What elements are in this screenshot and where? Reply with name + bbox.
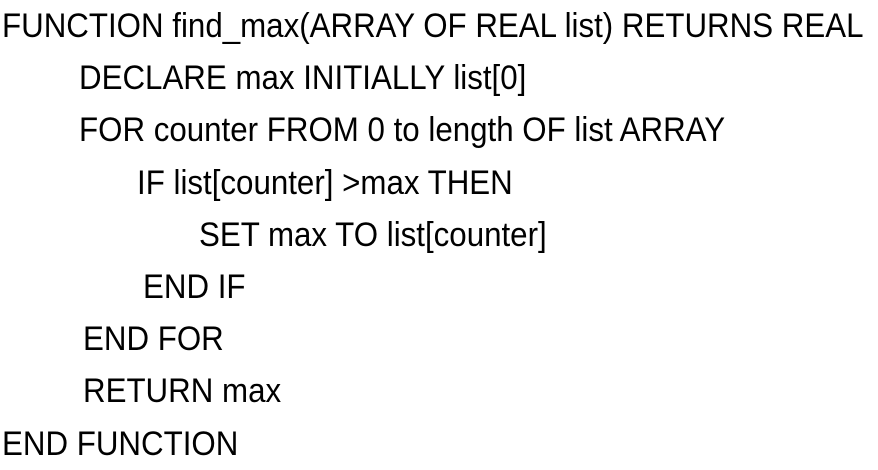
code-line-end-for: END FOR (0, 313, 878, 365)
code-line-text: END IF (143, 267, 246, 306)
code-line-return: RETURN max (0, 365, 878, 417)
code-line-text: FUNCTION find_max(ARRAY OF REAL list) RE… (2, 7, 864, 45)
code-line-text: END FUNCTION (2, 424, 239, 463)
code-line-text: IF list[counter] >max THEN (137, 163, 513, 202)
code-line-text: END FOR (83, 320, 224, 359)
code-line-if: IF list[counter] >max THEN (0, 157, 878, 209)
code-line-text: SET max TO list[counter] (199, 215, 547, 254)
code-line-function-header: FUNCTION find_max(ARRAY OF REAL list) RE… (0, 0, 878, 52)
code-line-end-if: END IF (0, 261, 878, 313)
code-line-for: FOR counter FROM 0 to length OF list ARR… (0, 104, 878, 156)
code-line-end-function: END FUNCTION (0, 418, 878, 470)
code-line-text: FOR counter FROM 0 to length OF list ARR… (79, 111, 726, 150)
code-line-text: DECLARE max INITIALLY list[0] (79, 59, 527, 98)
code-line-set: SET max TO list[counter] (0, 209, 878, 261)
code-line-declare: DECLARE max INITIALLY list[0] (0, 52, 878, 104)
code-line-text: RETURN max (83, 372, 282, 411)
